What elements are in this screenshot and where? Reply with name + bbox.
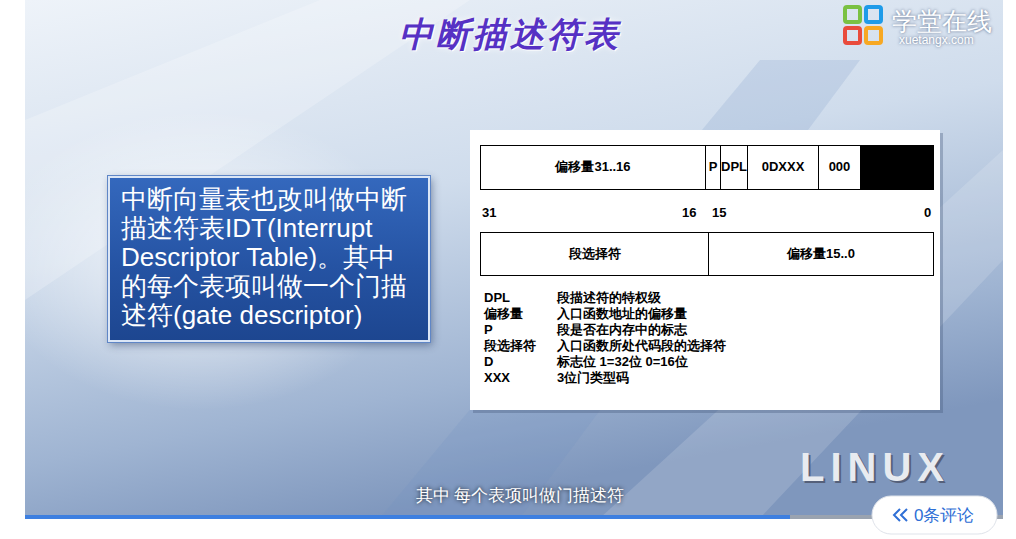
field-term: P	[484, 322, 557, 338]
label-wrap: 0	[924, 206, 931, 221]
subtitle: 其中 每个表项叫做门描述符	[320, 486, 720, 506]
field-cell: 000	[818, 145, 861, 190]
field-name: 偏移量31..16	[555, 160, 630, 174]
field-definition: 入口函数地址的偏移量	[557, 306, 940, 322]
field-term: XXX	[484, 370, 557, 386]
logo-square	[866, 28, 881, 43]
progress-track	[25, 515, 1003, 519]
comment-count: 0条评论	[914, 504, 974, 527]
field-name: 偏移量15..0	[787, 247, 855, 261]
field-cell: 0DXXX	[747, 145, 819, 190]
video-background	[25, 0, 1003, 518]
watermark: LINUX	[800, 444, 950, 490]
label-wrap: 学堂在线	[892, 7, 992, 36]
logo-icon	[845, 7, 881, 43]
field-cell: 段选择符	[480, 232, 709, 276]
field-cell: DPL	[720, 145, 748, 190]
field-cell: P	[705, 145, 721, 190]
logo-square	[845, 28, 860, 43]
chevron-icon	[894, 509, 907, 521]
logo-url: xuetangx.com	[899, 34, 974, 48]
field-term: 段选择符	[484, 338, 557, 354]
chevron	[894, 509, 900, 521]
field-cell: 偏移量15..0	[708, 232, 934, 276]
field-cell: 偏移量31..16	[480, 145, 706, 190]
logo-square	[845, 7, 860, 22]
bit-number: 31	[482, 206, 496, 221]
intro-box: 中断向量表也改叫做中断描述符表IDT(Interrupt Descriptor …	[108, 176, 430, 342]
field-term: 偏移量	[484, 306, 557, 322]
progress-bar	[25, 515, 790, 519]
logo-square	[866, 7, 881, 22]
label-wrap: 15	[712, 206, 726, 221]
field-name: DPL	[721, 160, 747, 174]
label-wrap: 31	[482, 206, 496, 221]
field-definition: 标志位 1=32位 0=16位	[557, 354, 940, 370]
comment-button: 0条评论	[872, 496, 997, 534]
chevron	[901, 509, 907, 521]
intro-text: 中断向量表也改叫做中断描述符表IDT(Interrupt Descriptor …	[121, 185, 418, 331]
bit-number: 15	[712, 206, 726, 221]
bit-number: 16	[682, 206, 696, 221]
descriptor-panel	[470, 130, 940, 410]
descriptor-panel: DPL段描述符的特权级偏移量入口函数地址的偏移量P段是否在内存中的标志段选择符入…	[470, 130, 940, 410]
label-wrap: 16	[682, 206, 696, 221]
bit-number: 0	[924, 206, 931, 221]
label-wrap: 其中 每个表项叫做门描述符	[320, 486, 720, 506]
field-definition: 3位门类型码	[557, 370, 940, 386]
field-definition: 入口函数所处代码段的选择符	[557, 338, 940, 354]
field-definition: 段是否在内存中的标志	[557, 322, 940, 338]
label-wrap: LINUX	[800, 444, 950, 490]
label-wrap: xuetangx.com	[899, 34, 974, 48]
logo-text: 学堂在线	[892, 7, 992, 36]
title-wrap: 中断描述符表	[310, 12, 710, 58]
field-name: 0DXXX	[762, 160, 805, 174]
reserved-cell	[860, 145, 934, 190]
slide-title: 中断描述符表	[310, 12, 710, 58]
comment-button-shape	[872, 496, 997, 534]
field-name: 000	[829, 160, 851, 174]
field-name: P	[709, 160, 718, 174]
field-term: DPL	[484, 290, 557, 306]
field-definition: 段描述符的特权级	[557, 290, 940, 306]
field-term: D	[484, 354, 557, 370]
field-name: 段选择符	[569, 247, 621, 261]
